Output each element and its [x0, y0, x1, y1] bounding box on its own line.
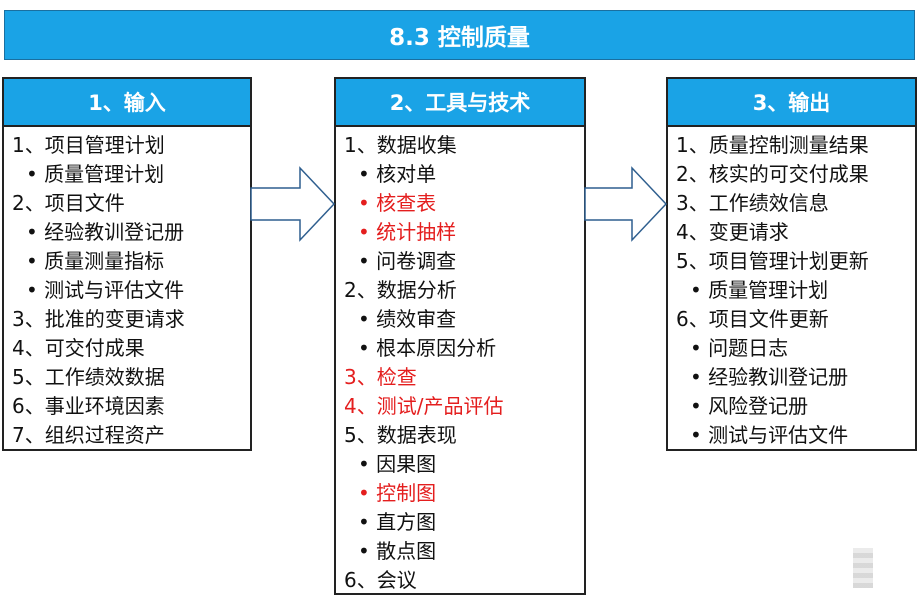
sub-list-item: • 核查表 [358, 191, 437, 215]
tools-item-list: 1、数据收集 • 核对单 • 核查表 • 统计抽样 • 问卷调查 2、数据分析 • 绩效审查… [336, 127, 584, 595]
list-item: 2、数据分析 [344, 278, 457, 302]
page-title: 8.3 控制质量 [4, 10, 915, 60]
list-item: 1、质量控制测量结果 [676, 133, 869, 157]
right-arrow-icon [250, 166, 336, 242]
sub-list-item: • 核对单 [358, 162, 437, 186]
list-item: 3、批准的变更请求 [12, 307, 185, 331]
sub-list-item: • 质量管理计划 [26, 162, 165, 186]
sub-list-item: • 统计抽样 [358, 220, 457, 244]
sub-list-item: • 问题日志 [690, 336, 789, 360]
list-item: 3、检查 [344, 365, 417, 389]
right-arrow-icon [584, 166, 668, 242]
sub-list-item: • 风险登记册 [690, 394, 809, 418]
list-item: 3、工作绩效信息 [676, 191, 829, 215]
list-item: 4、变更请求 [676, 220, 789, 244]
sub-list-item: • 测试与评估文件 [26, 278, 185, 302]
input-column: 1、输入 1、项目管理计划 • 质量管理计划 2、项目文件 • 经验教训登记册 • 质量… [2, 77, 252, 451]
sub-list-item: • 测试与评估文件 [690, 423, 849, 447]
sub-list-item: • 散点图 [358, 539, 437, 563]
list-item: 1、数据收集 [344, 133, 457, 157]
sub-list-item: • 绩效审查 [358, 307, 457, 331]
list-item: 5、数据表现 [344, 423, 457, 447]
output-column: 3、输出 1、质量控制测量结果 2、核实的可交付成果 3、工作绩效信息 4、变更请求 5… [666, 77, 917, 451]
input-item-list: 1、项目管理计划 • 质量管理计划 2、项目文件 • 经验教训登记册 • 质量测量指标 •… [4, 127, 250, 450]
sub-list-item: • 经验教训登记册 [690, 365, 849, 389]
sub-list-item: • 控制图 [358, 481, 437, 505]
list-item: 5、工作绩效数据 [12, 365, 165, 389]
list-item: 1、项目管理计划 [12, 133, 165, 157]
list-item: 2、核实的可交付成果 [676, 162, 869, 186]
output-column-header: 3、输出 [668, 79, 915, 127]
list-item: 4、测试/产品评估 [344, 394, 504, 418]
list-item: 6、会议 [344, 568, 417, 592]
watermark-logo [853, 548, 873, 588]
sub-list-item: • 直方图 [358, 510, 437, 534]
sub-list-item: • 经验教训登记册 [26, 220, 185, 244]
sub-list-item: • 根本原因分析 [358, 336, 497, 360]
list-item: 5、项目管理计划更新 [676, 249, 869, 273]
sub-list-item: • 因果图 [358, 452, 437, 476]
tools-column: 2、工具与技术 1、数据收集 • 核对单 • 核查表 • 统计抽样 • 问卷调查 2、数据… [334, 77, 586, 595]
list-item: 2、项目文件 [12, 191, 125, 215]
list-item: 6、事业环境因素 [12, 394, 165, 418]
list-item: 7、组织过程资产 [12, 423, 165, 447]
list-item: 4、可交付成果 [12, 336, 145, 360]
list-item: 6、项目文件更新 [676, 307, 829, 331]
sub-list-item: • 质量测量指标 [26, 249, 165, 273]
input-column-header: 1、输入 [4, 79, 250, 127]
sub-list-item: • 问卷调查 [358, 249, 457, 273]
output-item-list: 1、质量控制测量结果 2、核实的可交付成果 3、工作绩效信息 4、变更请求 5、项目管理… [668, 127, 915, 450]
tools-column-header: 2、工具与技术 [336, 79, 584, 127]
sub-list-item: • 质量管理计划 [690, 278, 829, 302]
